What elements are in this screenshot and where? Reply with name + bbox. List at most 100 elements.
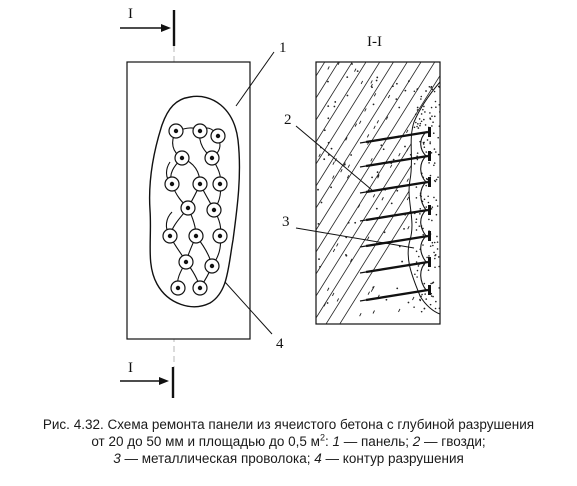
mortar-dot: [415, 218, 418, 221]
mortar-dot: [415, 261, 418, 263]
nail-point: [217, 233, 223, 239]
nail-tip: [359, 141, 367, 144]
texture-dot: [327, 141, 330, 144]
mortar-dot: [429, 112, 431, 114]
mortar-dot: [422, 233, 425, 236]
texture-tick: [381, 197, 384, 201]
mortar-dot: [427, 269, 430, 271]
mortar-dot: [423, 118, 425, 121]
mortar-dot: [437, 256, 440, 258]
mortar-dot: [416, 152, 419, 154]
callout-1: 1: [279, 40, 287, 56]
mortar-dot: [414, 113, 417, 116]
damage-contour: [148, 95, 241, 308]
nail-point: [175, 285, 181, 291]
texture-tick: [357, 204, 361, 208]
nail-icon: [204, 150, 220, 166]
mortar-dot: [427, 201, 430, 204]
texture-tick: [370, 83, 373, 88]
texture-dot: [354, 221, 357, 224]
texture-dot: [376, 76, 379, 79]
texture-dot: [326, 302, 329, 304]
nail-shank: [365, 154, 429, 168]
texture-dot: [319, 265, 321, 268]
nail-icon: [170, 280, 186, 296]
mortar-dot: [429, 141, 431, 143]
nail-icon: [204, 258, 220, 274]
mortar-dot: [428, 218, 430, 221]
section-mark-top-label: I: [128, 6, 133, 22]
nail-icon: [174, 150, 190, 166]
mortar-dot: [434, 266, 436, 269]
mortar-dot: [417, 127, 420, 129]
texture-dot: [395, 82, 398, 85]
nail-icon: [192, 123, 208, 139]
mortar-dot: [429, 117, 431, 120]
texture-tick: [337, 62, 340, 65]
mortar-dot: [434, 100, 437, 103]
nail-icon: [168, 123, 184, 139]
nail-head: [428, 205, 431, 215]
texture-tick: [350, 258, 353, 262]
nail-side-icon: [359, 205, 431, 222]
texture-tick: [354, 68, 357, 72]
mortar-dot: [436, 235, 438, 238]
mortar-dot: [420, 295, 422, 298]
texture-dot: [327, 105, 330, 107]
mortar-dot: [421, 293, 423, 296]
mortar-dot: [436, 205, 439, 207]
mortar-dot: [413, 90, 416, 93]
mortar-dot: [431, 88, 434, 91]
mortar-dot: [436, 248, 439, 250]
caption-item-3-text: — металлическая проволока;: [120, 451, 315, 466]
mortar-dot: [420, 113, 423, 115]
mortar-dot: [438, 265, 440, 268]
texture-dot: [376, 171, 379, 174]
mortar-dot: [423, 282, 426, 285]
texture-tick: [370, 288, 374, 292]
mortar-dot: [425, 206, 428, 208]
nail-side-icon: [359, 231, 431, 248]
callout-3-leader: [295, 227, 415, 249]
texture-tick: [370, 158, 373, 162]
texture-tick: [377, 174, 380, 178]
texture-dot: [416, 106, 419, 109]
texture-tick: [372, 194, 376, 198]
mortar-dot: [434, 254, 437, 256]
section-arrowhead-top: [161, 24, 171, 32]
mortar-dot: [416, 269, 419, 272]
figure-caption: Рис. 4.32. Схема ремонта панели из ячеис…: [0, 416, 577, 467]
mortar-dot: [434, 307, 437, 310]
callout-4-leader: [224, 281, 273, 335]
texture-tick: [358, 120, 362, 124]
texture-tick: [332, 292, 335, 297]
hatch-line: [316, 0, 440, 32]
mortar-dot: [435, 199, 438, 201]
mortar-dot: [435, 178, 438, 181]
nail-point: [169, 181, 175, 187]
callout-1-leader: [235, 51, 275, 107]
mortar-dot: [416, 88, 419, 91]
texture-dot: [371, 176, 373, 179]
mortar-dot: [430, 282, 432, 285]
caption-line-3: 3 — металлическая проволока; 4 — контур …: [0, 450, 577, 467]
mortar-dot: [438, 103, 440, 106]
mortar-dot: [431, 125, 433, 127]
nail-point: [173, 128, 179, 134]
texture-tick: [389, 164, 393, 168]
hatch-line: [316, 0, 440, 10]
mortar-dot: [431, 206, 434, 208]
texture-dot: [404, 89, 407, 92]
mortar-dot: [417, 265, 420, 267]
nail-icon: [164, 176, 180, 192]
texture-tick: [318, 153, 321, 158]
nail-shank: [365, 130, 429, 144]
mortar-dot: [435, 151, 437, 153]
mortar-dot: [428, 255, 430, 257]
texture-dot: [423, 307, 426, 310]
texture-tick: [406, 178, 409, 182]
texture-tick: [336, 298, 340, 302]
mortar-dot: [422, 108, 424, 111]
mortar-dot: [432, 244, 434, 247]
callout-4: 4: [276, 336, 284, 352]
